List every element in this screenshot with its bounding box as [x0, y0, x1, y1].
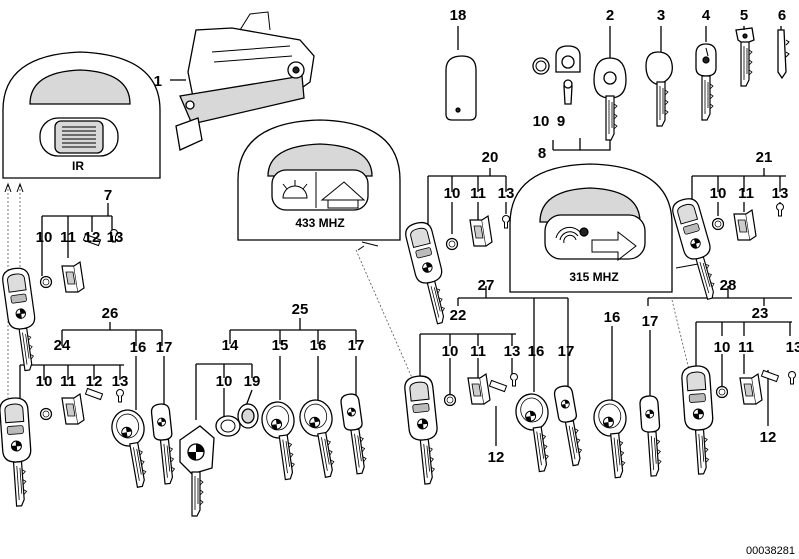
callout-7: 7	[104, 187, 112, 204]
callout-23-11: 11	[738, 339, 754, 356]
callout-28-16: 16	[604, 309, 621, 326]
callout-7-12: 12	[84, 229, 101, 246]
group-25-parts	[179, 393, 369, 517]
callout-7-10: 10	[36, 229, 53, 246]
callout-4: 4	[702, 7, 711, 24]
callout-19: 19	[244, 373, 261, 390]
callout-9: 9	[557, 113, 565, 130]
callout-24-13: 13	[112, 373, 129, 390]
callout-20: 20	[482, 149, 499, 166]
callout-2: 2	[606, 7, 614, 24]
group-28-parts	[592, 365, 796, 479]
callout-25-16: 16	[310, 337, 327, 354]
mhz315-label: 315 MHZ	[569, 270, 618, 284]
callout-10-top: 10	[533, 113, 550, 130]
mhz433-housing: 433 MHZ	[237, 119, 401, 241]
callout-21: 21	[756, 149, 773, 166]
callout-26-16: 16	[130, 339, 147, 356]
callout-22-10: 10	[442, 343, 459, 360]
callout-22: 22	[450, 307, 467, 324]
callout-27: 27	[478, 277, 495, 294]
callout-27-17: 17	[558, 343, 575, 360]
group-22-parts	[404, 373, 585, 486]
callout-7-13: 13	[107, 229, 124, 246]
callout-6: 6	[778, 7, 786, 24]
mhz315-housing: 315 MHZ	[509, 163, 673, 293]
callout-1: 1	[154, 73, 162, 90]
callout-20-13: 13	[498, 185, 515, 202]
callout-28: 28	[720, 277, 737, 294]
callout-28-17: 17	[642, 313, 659, 330]
callout-20-10: 10	[444, 185, 461, 202]
callout-22-12: 12	[488, 449, 505, 466]
callouts: 1 2 3 4 5 6 18 10 9 8 7 10 11 12 13 26 2…	[36, 7, 799, 466]
callout-7-11: 11	[60, 229, 76, 246]
ir-housing: IR	[2, 51, 161, 179]
callout-24-12: 12	[86, 373, 103, 390]
callout-26: 26	[102, 305, 119, 322]
callout-5: 5	[740, 7, 748, 24]
ir-label: IR	[72, 159, 84, 173]
callout-23: 23	[752, 305, 769, 322]
top-parts	[445, 27, 790, 141]
callout-24: 24	[54, 337, 71, 354]
callout-25-15: 15	[272, 337, 289, 354]
callout-24-11: 11	[60, 373, 76, 390]
callout-14: 14	[222, 337, 239, 354]
callout-23-12: 12	[760, 429, 777, 446]
image-reference-number: 00038281	[746, 545, 795, 557]
callout-18: 18	[450, 7, 467, 24]
callout-8: 8	[538, 145, 546, 162]
callout-22-11: 11	[470, 343, 486, 360]
callout-21-10: 10	[710, 185, 727, 202]
callout-24-10: 10	[36, 373, 53, 390]
door-handle-lock	[175, 11, 315, 151]
callout-23-10: 10	[714, 339, 731, 356]
leader-lines	[4, 26, 792, 446]
mhz433-label: 433 MHZ	[295, 216, 344, 230]
callout-25: 25	[292, 301, 309, 318]
callout-25-17: 17	[348, 337, 365, 354]
callout-3: 3	[657, 7, 665, 24]
callout-22-13: 13	[504, 343, 521, 360]
callout-21-11: 11	[738, 185, 754, 202]
callout-20-11: 11	[470, 185, 486, 202]
callout-27-16: 16	[528, 343, 545, 360]
group-24-parts	[0, 387, 177, 506]
callout-21-13: 13	[772, 185, 789, 202]
callout-14-10: 10	[216, 373, 233, 390]
callout-23-13: 13	[786, 339, 799, 356]
callout-26-17: 17	[156, 339, 173, 356]
